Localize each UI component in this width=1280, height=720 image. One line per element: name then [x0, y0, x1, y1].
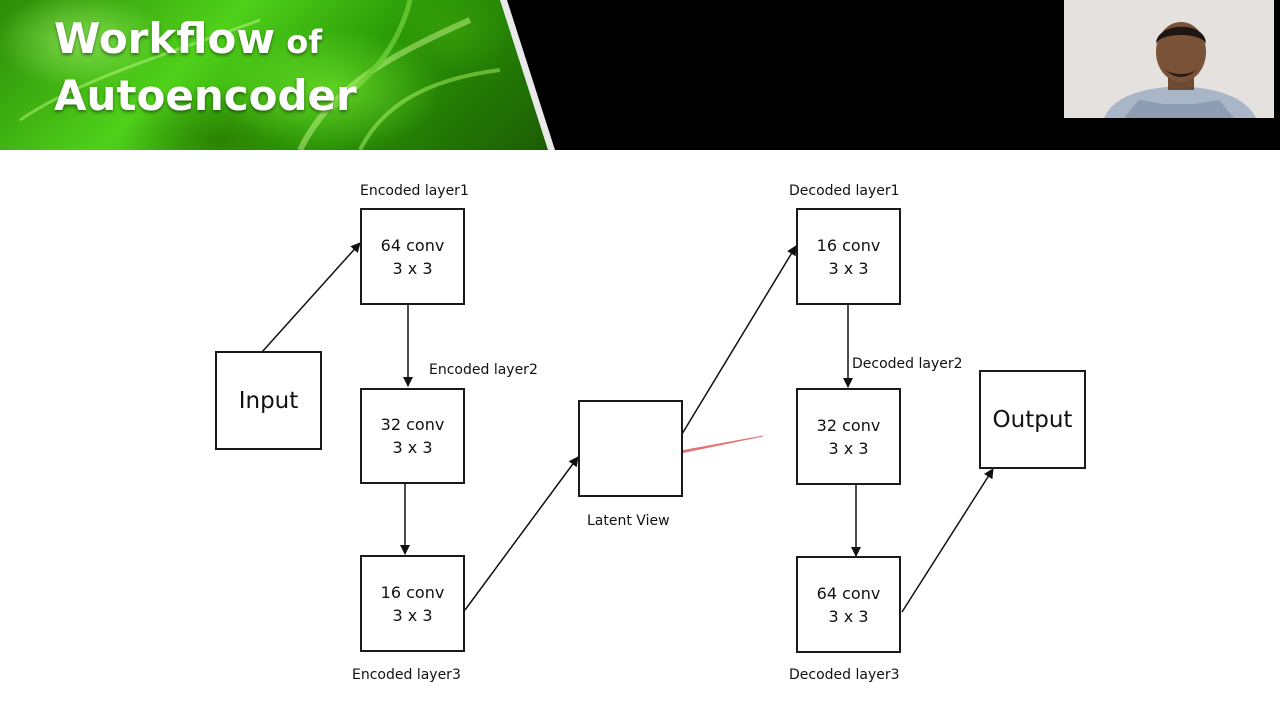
encoded-layer2-filters: 32 conv	[380, 415, 445, 434]
arrow-input-to-encoded1	[261, 242, 361, 353]
title-word-of: of	[286, 23, 323, 61]
decoded-layer1-label: Decoded layer1	[789, 183, 900, 199]
decoded-layer1-filters: 16 conv	[816, 235, 881, 255]
arrow-latent-to-decoded1	[681, 245, 797, 435]
output-label: Output	[992, 406, 1073, 433]
slide-title: Workflow of Autoencoder	[54, 12, 357, 123]
title-line-2: Autoencoder	[54, 71, 357, 120]
encoded-layer1-filters: 64 conv	[380, 235, 445, 255]
encoded-layer1-label: Encoded layer1	[360, 183, 469, 199]
encoded-layer2-label: Encoded layer2	[429, 362, 538, 378]
decoded-layer2-filters: 32 conv	[816, 415, 881, 435]
decoded-layer2-box: 32 conv 3 x 3	[796, 388, 901, 485]
encoded-layer3-kernel: 3 x 3	[392, 605, 433, 625]
encoded-layer3-box: 16 conv 3 x 3	[360, 555, 465, 652]
latent-view-box	[578, 400, 683, 497]
encoded-layer3-label: Encoded layer3	[352, 667, 461, 683]
encoded-layer3-filters: 16 conv	[380, 582, 445, 602]
input-label: Input	[238, 387, 299, 414]
decoded-layer3-box: 64 conv 3 x 3	[796, 556, 901, 653]
latent-view-label: Latent View	[587, 513, 670, 529]
presenter-person-icon	[1064, 0, 1274, 118]
output-box: Output	[979, 370, 1086, 469]
title-line-1: Workflow of	[54, 12, 357, 69]
decoded-layer1-box: 16 conv 3 x 3	[796, 208, 901, 305]
arrow-encoded3-to-latent	[464, 456, 579, 611]
title-word-workflow: Workflow	[54, 14, 276, 63]
banner-green-texture	[0, 0, 550, 150]
encoded-layer2-box: 32 conv 3 x 3	[360, 388, 465, 484]
encoded-layer2-kernel: 3 x 3	[392, 438, 433, 457]
decoded-layer3-kernel: 3 x 3	[828, 606, 869, 626]
decoded-layer3-filters: 64 conv	[816, 583, 881, 603]
encoded-layer1-kernel: 3 x 3	[392, 258, 433, 278]
input-box: Input	[215, 351, 322, 450]
arrow-decoded3-to-output	[901, 468, 994, 613]
decoded-layer2-label: Decoded layer2	[852, 356, 963, 372]
encoded-layer1-box: 64 conv 3 x 3	[360, 208, 465, 305]
autoencoder-diagram: Input Encoded layer1 64 conv 3 x 3 Encod…	[0, 150, 1280, 720]
decoded-layer2-kernel: 3 x 3	[828, 438, 869, 458]
decoded-layer1-kernel: 3 x 3	[828, 258, 869, 278]
banner-texture-lines	[19, 0, 501, 150]
presenter-webcam	[1064, 0, 1274, 118]
decoded-layer3-label: Decoded layer3	[789, 667, 900, 683]
